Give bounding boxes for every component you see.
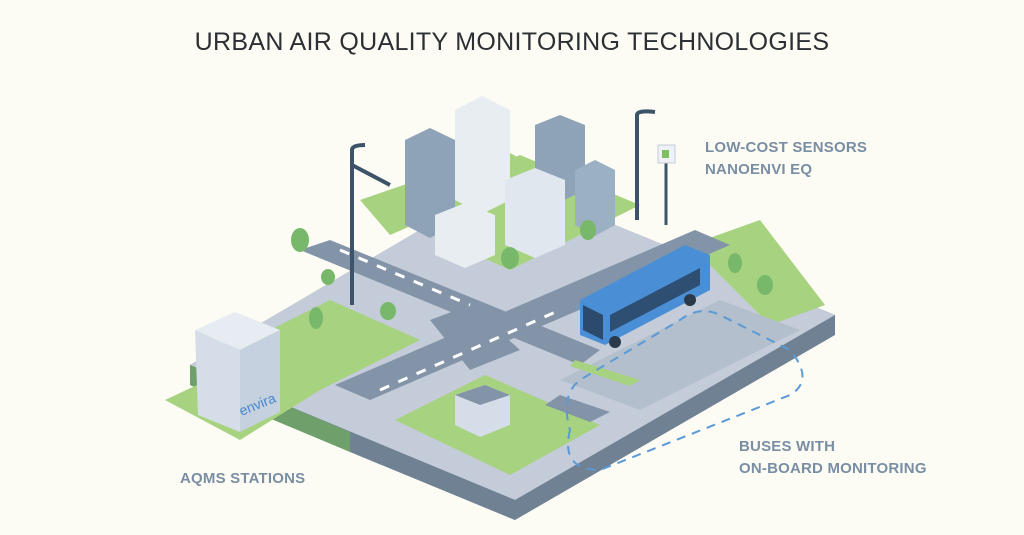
buildings: [405, 96, 615, 437]
label-line: LOW-COST SENSORS: [705, 139, 868, 156]
label-line: NANOENVI EQ: [705, 161, 813, 178]
label-line: AQMS STATIONS: [180, 470, 306, 487]
aqms-station: envira: [165, 312, 320, 440]
label-buses: BUSES WITH ON-BOARD MONITORING: [739, 436, 927, 480]
bus-route-dashed: [565, 310, 804, 472]
road-main: [335, 230, 730, 400]
trees: [291, 220, 773, 329]
label-aqms-stations: AQMS STATIONS: [180, 468, 305, 490]
page-title: URBAN AIR QUALITY MONITORING TECHNOLOGIE…: [194, 28, 830, 56]
label-low-cost-sensors: LOW-COST SENSORS NANOENVI EQ: [705, 137, 867, 181]
street-lamps: [350, 109, 668, 305]
bus-icon: [580, 245, 710, 348]
label-line: BUSES WITH: [739, 438, 836, 455]
road-diagonal: [300, 240, 600, 365]
label-line: ON-BOARD MONITORING: [739, 460, 927, 477]
